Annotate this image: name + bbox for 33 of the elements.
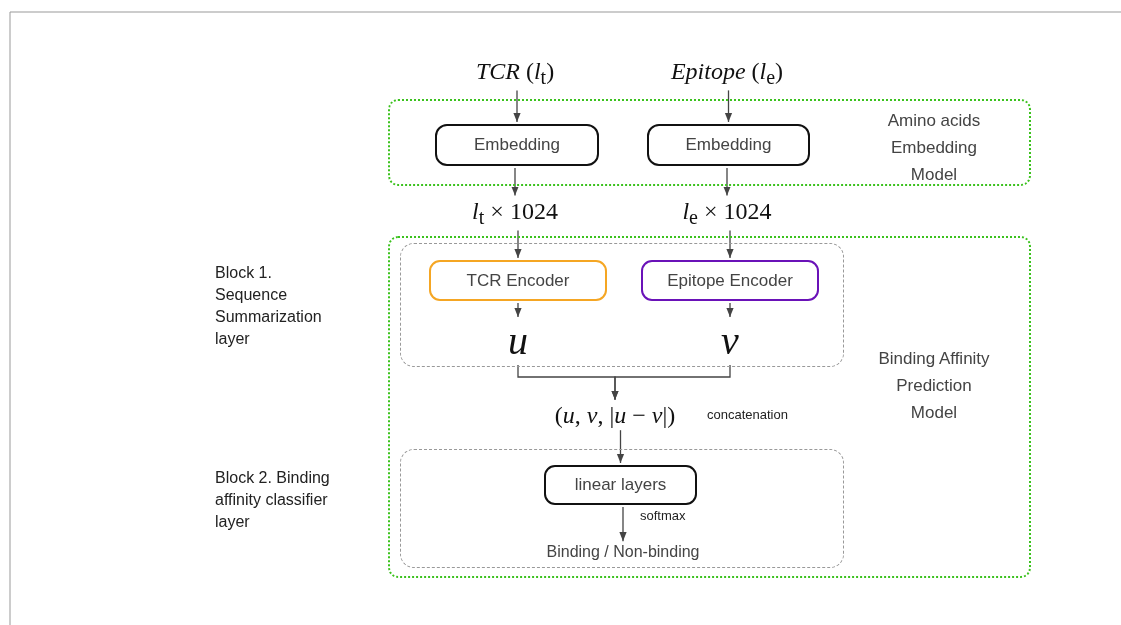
arrow xyxy=(724,89,733,123)
dimension-label: l$_{e}$ × 1024 xyxy=(682,197,772,229)
block-caption: Block 1. Sequence Summarization layer xyxy=(215,263,323,349)
dimension-label: l$_{t}$ × 1024 xyxy=(472,197,558,229)
process-box: Embedding xyxy=(647,124,810,166)
annotation-text: concatenation xyxy=(707,406,788,424)
process-box: linear layers xyxy=(544,465,697,505)
input-label: Epitope (l$_{e}$) xyxy=(670,57,784,89)
group-heading: Binding Affinity Prediction Model xyxy=(877,347,991,424)
arrow xyxy=(726,302,734,318)
process-box: Embedding xyxy=(435,124,599,166)
model-group xyxy=(388,99,1031,186)
arrow xyxy=(513,89,521,123)
model-group xyxy=(388,236,1031,578)
input-label: TCR (l$_{t}$) xyxy=(475,57,555,89)
arrow xyxy=(514,229,522,259)
vector-label: u xyxy=(508,319,528,363)
arrow xyxy=(511,167,519,197)
encoder-box: Epitope Encoder xyxy=(641,260,819,301)
arrow xyxy=(514,302,522,318)
arrow xyxy=(611,364,731,401)
arrow xyxy=(616,429,625,464)
vector-label: v xyxy=(721,319,739,363)
arrow xyxy=(726,229,734,259)
arrow xyxy=(723,167,731,197)
block-caption: Block 2. Binding affinity classifier layer xyxy=(215,468,331,532)
concatenation-formula: (u, v, |u − v|) xyxy=(554,401,676,429)
block-group xyxy=(400,243,844,367)
encoder-box: TCR Encoder xyxy=(429,260,607,301)
group-heading: Amino acids Embedding Model xyxy=(886,109,982,186)
edge-label: softmax xyxy=(640,508,686,523)
output-label: Binding / Non-binding xyxy=(546,543,700,561)
arrow xyxy=(619,506,627,542)
